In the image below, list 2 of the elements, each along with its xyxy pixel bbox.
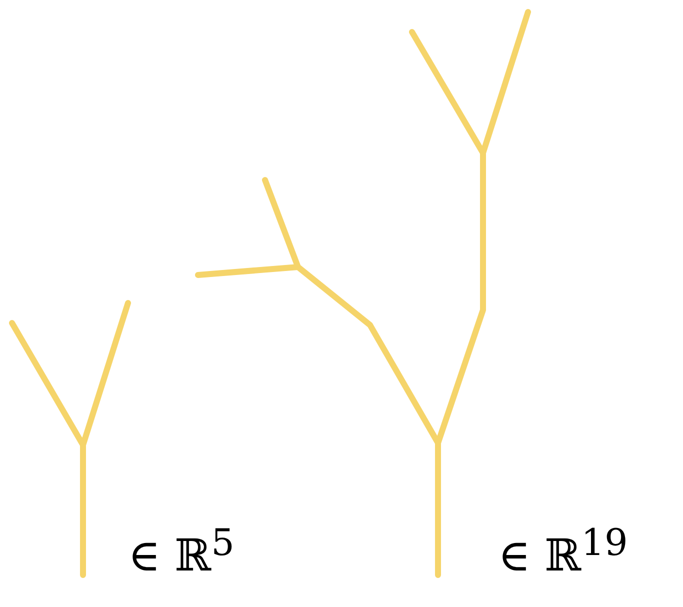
set-membership-label: ∈ ℝ$^{19}$ [498,525,628,579]
set-membership-label: ∈ ℝ$^{5}$ [128,525,234,579]
